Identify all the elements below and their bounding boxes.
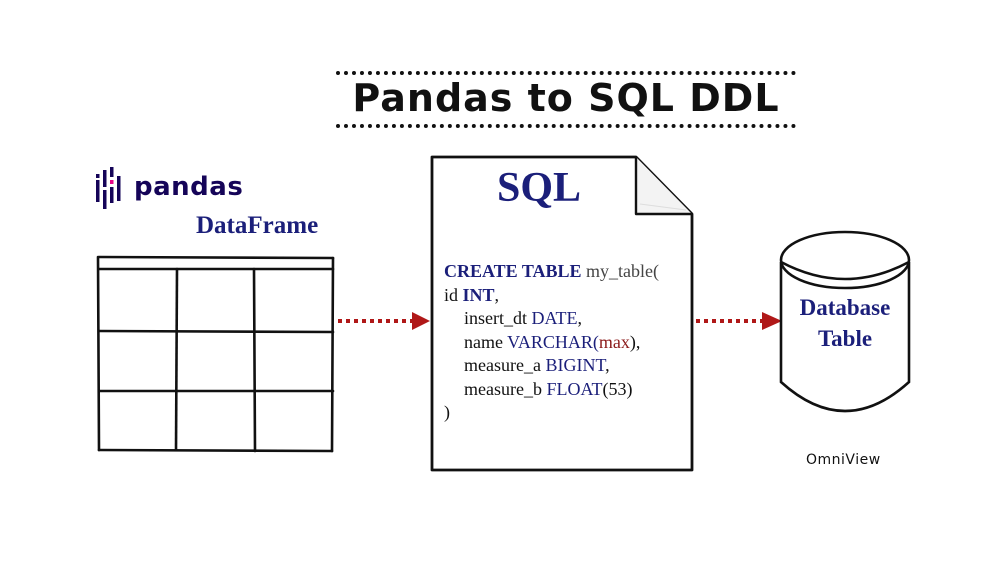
code-keyword: DATE [531,308,578,328]
brand-watermark: OmniView [806,452,881,468]
title-dotted-line-top [336,71,796,75]
page-title: Pandas to SQL DDL [352,76,780,120]
arrow-sql-to-database [696,312,782,330]
code-line-2: id INT, [444,284,684,308]
code-text: measure_b [464,378,547,399]
code-text: insert_dt [464,308,532,328]
code-line-7: ) [444,401,684,425]
sql-heading: SQL [497,165,582,211]
code-text: my_table( [581,261,660,281]
code-value: max [598,331,630,352]
dataframe-table-icon [96,255,335,453]
code-text: ), [629,331,641,352]
pandas-logo: pandas [94,168,254,214]
code-line-4: name VARCHAR(max), [444,331,684,355]
code-line-1: CREATE TABLE my_table( [444,260,684,284]
database-label-line2: Table [817,326,873,351]
code-text: , [605,355,610,375]
code-text: ) [444,402,450,422]
title-banner: Pandas to SQL DDL [336,68,796,130]
dataframe-label: DataFrame [196,212,319,239]
code-keyword: INT [462,284,495,305]
code-line-5: measure_a BIGINT, [444,354,684,378]
code-keyword: BIGINT [545,355,606,375]
title-dotted-line-bottom [336,124,796,128]
code-text: name [464,331,508,352]
pandas-logo-icon [96,167,121,209]
code-text: measure_a [464,355,546,375]
code-keyword: CREATE TABLE [444,261,582,281]
code-keyword: FLOAT [546,378,603,399]
code-text: , [494,284,500,305]
pandas-logo-word: pandas [134,172,244,202]
database-label: Database Table [780,292,910,354]
database-label-line1: Database [799,295,891,320]
arrow-dataframe-to-sql [338,312,430,330]
database-cylinder-icon [779,230,911,413]
code-keyword: VARCHAR( [507,331,599,352]
code-line-6: measure_b FLOAT(53) [444,378,684,402]
code-text: (53) [602,378,633,399]
code-line-3: insert_dt DATE, [444,307,684,331]
code-text: id [444,284,463,305]
code-text: , [577,308,583,328]
sql-code-block: CREATE TABLE my_table(id INT,insert_dt D… [444,260,684,425]
sql-document-icon [430,155,694,472]
